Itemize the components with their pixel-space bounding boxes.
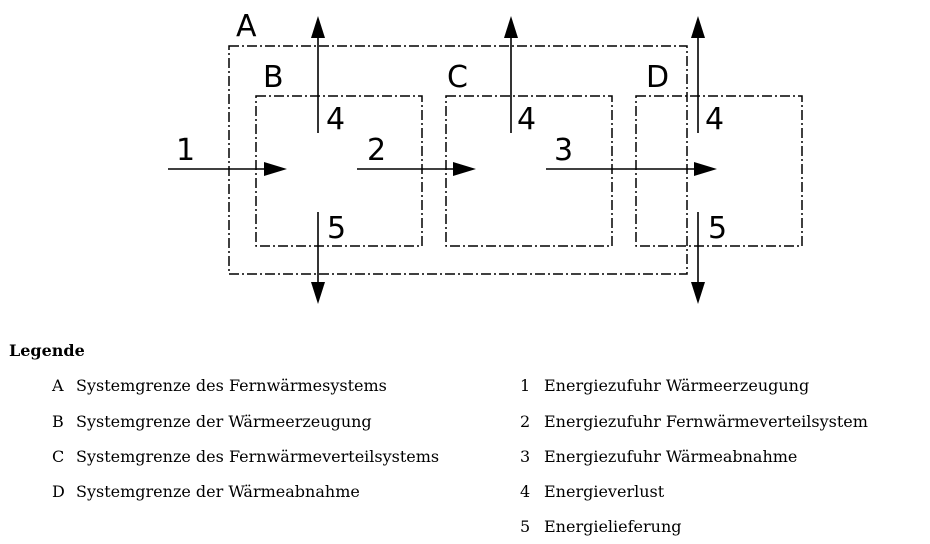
legend-key: D xyxy=(52,482,65,501)
box-label-d: D xyxy=(646,60,669,95)
loss-arrow-c xyxy=(504,16,518,133)
legend-item-a: A Systemgrenze des Fernwärmesystems xyxy=(52,376,387,395)
legend-key: 1 xyxy=(520,376,531,395)
supply-arrow-3 xyxy=(546,162,717,176)
boundary-box-d xyxy=(635,95,803,247)
flow-label-5-d: 5 xyxy=(708,211,727,246)
legend-key: 5 xyxy=(520,517,531,536)
legend-item-d: D Systemgrenze der Wärmeabnahme xyxy=(52,482,360,501)
legend-item-4: 4 Energieverlust xyxy=(520,482,664,501)
legend-item-3: 3 Energiezufuhr Wärmeabnahme xyxy=(520,447,797,466)
flow-label-4-b: 4 xyxy=(326,102,345,137)
box-label-c: C xyxy=(447,60,468,95)
legend-item-b: B Systemgrenze der Wärmeerzeugung xyxy=(52,412,372,431)
legend-text: Energielieferung xyxy=(544,517,682,536)
flow-label-5-b: 5 xyxy=(327,211,346,246)
flow-label-4-c: 4 xyxy=(517,102,536,137)
loss-arrow-d xyxy=(691,16,705,133)
boundary-box-c xyxy=(445,95,613,247)
boundary-box-a xyxy=(228,45,688,275)
loss-arrow-b xyxy=(311,16,325,133)
flow-label-4-d: 4 xyxy=(705,102,724,137)
legend-item-5: 5 Energielieferung xyxy=(520,517,682,536)
legend-text: Energiezufuhr Fernwärmeverteilsystem xyxy=(544,412,868,431)
legend-key: 2 xyxy=(520,412,531,431)
legend-text: Systemgrenze des Fernwärmesystems xyxy=(76,376,387,395)
legend-key: 4 xyxy=(520,482,531,501)
flow-label-3: 3 xyxy=(554,133,573,168)
box-label-a: A xyxy=(236,9,257,44)
legend-text: Energiezufuhr Wärmeerzeugung xyxy=(544,376,810,395)
legend-text: Systemgrenze der Wärmeerzeugung xyxy=(76,412,372,431)
legend-key: B xyxy=(52,412,64,431)
legend-key: C xyxy=(52,447,65,466)
system-boundary-diagram: A B C D 1 2 3 4 4 4 5 5 xyxy=(168,9,803,304)
delivery-arrow-b xyxy=(311,212,325,304)
legend-text: Systemgrenze des Fernwärmeverteilsystems xyxy=(76,447,440,466)
boundary-box-b xyxy=(255,95,423,247)
legend-text: Energiezufuhr Wärmeabnahme xyxy=(544,447,798,466)
legend-key: A xyxy=(52,376,64,395)
legend-item-2: 2 Energiezufuhr Fernwärmeverteilsystem xyxy=(520,412,868,431)
supply-arrow-1 xyxy=(168,162,287,176)
flow-label-2: 2 xyxy=(367,133,386,168)
legend-item-c: C Systemgrenze des Fernwärmeverteilsystem… xyxy=(52,447,439,466)
legend-key: 3 xyxy=(520,447,531,466)
supply-arrow-2 xyxy=(357,162,476,176)
box-label-b: B xyxy=(263,60,284,95)
legend-text: Systemgrenze der Wärmeabnahme xyxy=(76,482,360,501)
legend-item-1: 1 Energiezufuhr Wärmeerzeugung xyxy=(520,376,809,395)
legend-text: Energieverlust xyxy=(544,482,665,501)
delivery-arrow-d xyxy=(691,212,705,304)
flow-label-1: 1 xyxy=(176,133,195,168)
legend-title: Legende xyxy=(9,341,85,360)
